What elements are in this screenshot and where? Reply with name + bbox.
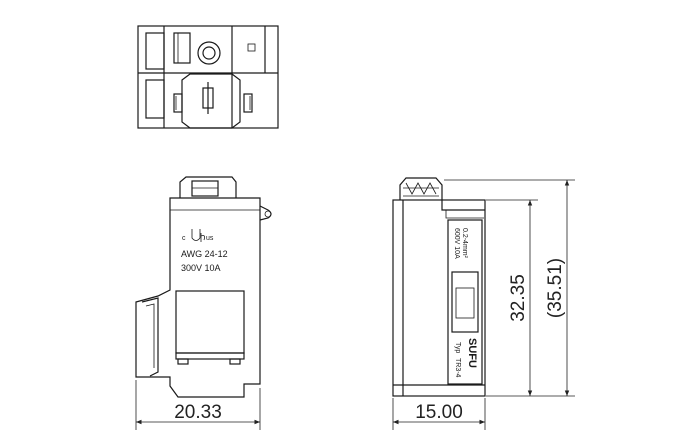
rating-label: 300V 10A: [181, 263, 221, 273]
left-clip: [173, 93, 183, 113]
left-upper-slot: [145, 32, 165, 70]
type-prefix-label: Typ: [454, 342, 461, 353]
left-latch: [141, 297, 159, 377]
front-width-value: 15.00: [415, 402, 463, 423]
small-square-mark: [247, 43, 256, 52]
front-body-outline: [392, 199, 486, 397]
left-lower-slot: [145, 79, 165, 119]
right-clip: [243, 93, 253, 113]
front-opening: [451, 271, 479, 333]
wire-entry-window: [175, 290, 245, 354]
total-height-value: (35.51): [545, 258, 566, 318]
top-view: [137, 25, 279, 129]
clamp-housing-top: [181, 73, 241, 129]
cert-prefix: c: [182, 235, 186, 242]
screw-outer-circle: [197, 41, 221, 65]
front-view: 0.2-4mm² 600V 10A SUFU Typ TR3-4 15.00 3…: [392, 177, 575, 430]
cert-suffix: us: [206, 235, 214, 242]
type-code-label: TR3-4: [454, 358, 461, 378]
screw-inner-circle: [202, 46, 216, 60]
front-release-button: [399, 177, 443, 200]
ul-cert-icon: [191, 229, 205, 242]
awg-label: AWG 24-12: [181, 249, 228, 259]
front-rating-label: 600V 10A: [453, 228, 460, 259]
wire-range-label: 0.2-4mm²: [461, 228, 468, 259]
brand-label: SUFU: [466, 338, 478, 368]
release-button: [179, 176, 237, 198]
side-width-value: 20.33: [174, 402, 222, 423]
body-height-value: 32.35: [508, 274, 529, 322]
side-view: c us AWG 24-12 300V 10A 20.33: [135, 176, 272, 430]
upper-small-slot: [173, 32, 191, 64]
side-body-outline: [135, 197, 261, 398]
front-label-strip: [447, 219, 483, 385]
